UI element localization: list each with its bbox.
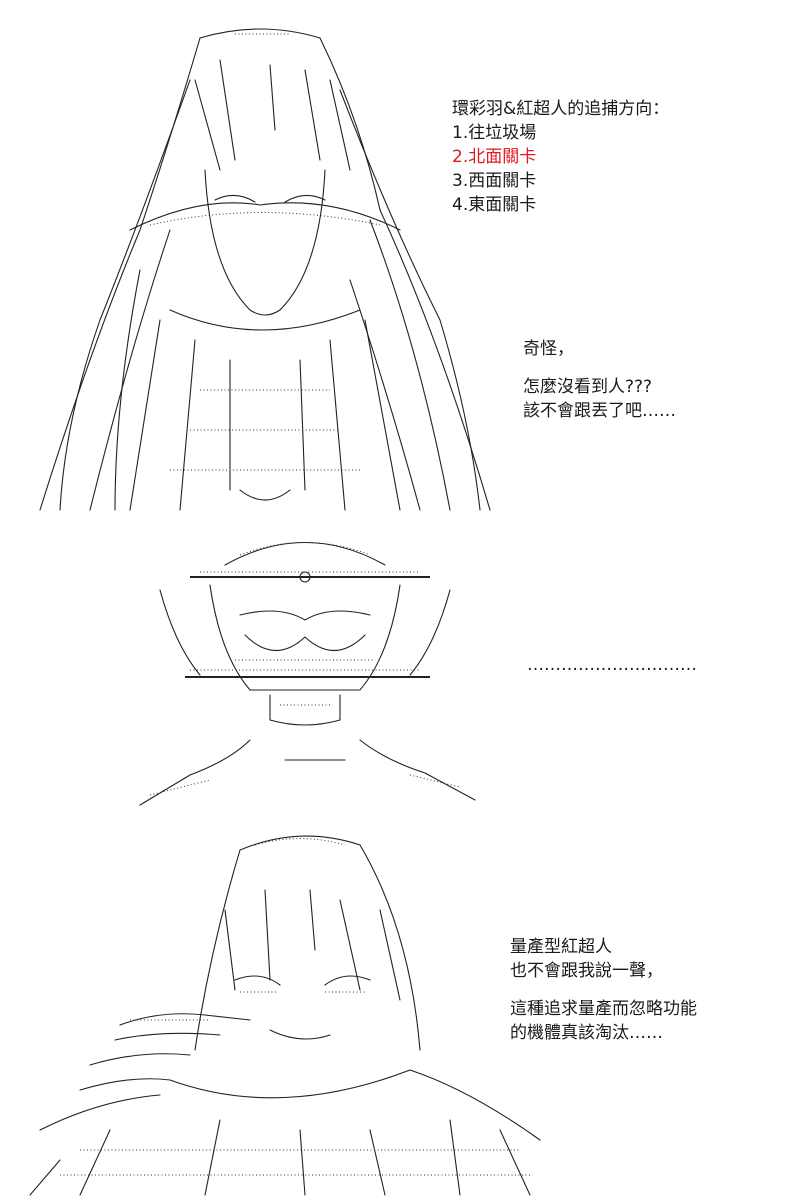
girl-ascii-art <box>39 28 491 511</box>
choice-option: 4.東面關卡 <box>452 195 537 215</box>
choice-question: 環彩羽&紅超人的追捕方向： <box>452 99 670 119</box>
monologue-line: 也不會跟我說一聲， <box>510 961 663 981</box>
girl-monologue: 量產型紅超人 也不會跟我說一聲， 這種追求量產而忽略功能 的機體真該淘汰…… <box>510 935 697 1045</box>
choice-option: 1.往垃圾場 <box>452 123 537 143</box>
monologue-line: 的機體真該淘汰…… <box>510 1023 663 1043</box>
dialogue-line: 奇怪， <box>523 339 574 359</box>
choice-option: 3.西面關卡 <box>452 171 537 191</box>
monologue-line: 這種追求量產而忽略功能 <box>510 999 697 1019</box>
robot-ascii-art <box>139 541 476 806</box>
choice-option-selected: 2.北面關卡 <box>452 147 537 167</box>
dialogue-line: 該不會跟丟了吧…… <box>523 401 676 421</box>
dialogue-line: 怎麼沒看到人??? <box>523 377 653 397</box>
robot-silence: ………………………… <box>527 653 697 677</box>
chase-direction-choices: 環彩羽&紅超人的追捕方向： 1.往垃圾場 2.北面關卡 3.西面關卡 4.東面關… <box>452 97 669 217</box>
monologue-line: 量產型紅超人 <box>510 937 612 957</box>
pondering-girl-ascii-art <box>29 835 541 1196</box>
girl-dialogue: 奇怪， 怎麼沒看到人??? 該不會跟丟了吧…… <box>523 337 676 423</box>
ellipsis-text: ………………………… <box>527 655 697 675</box>
